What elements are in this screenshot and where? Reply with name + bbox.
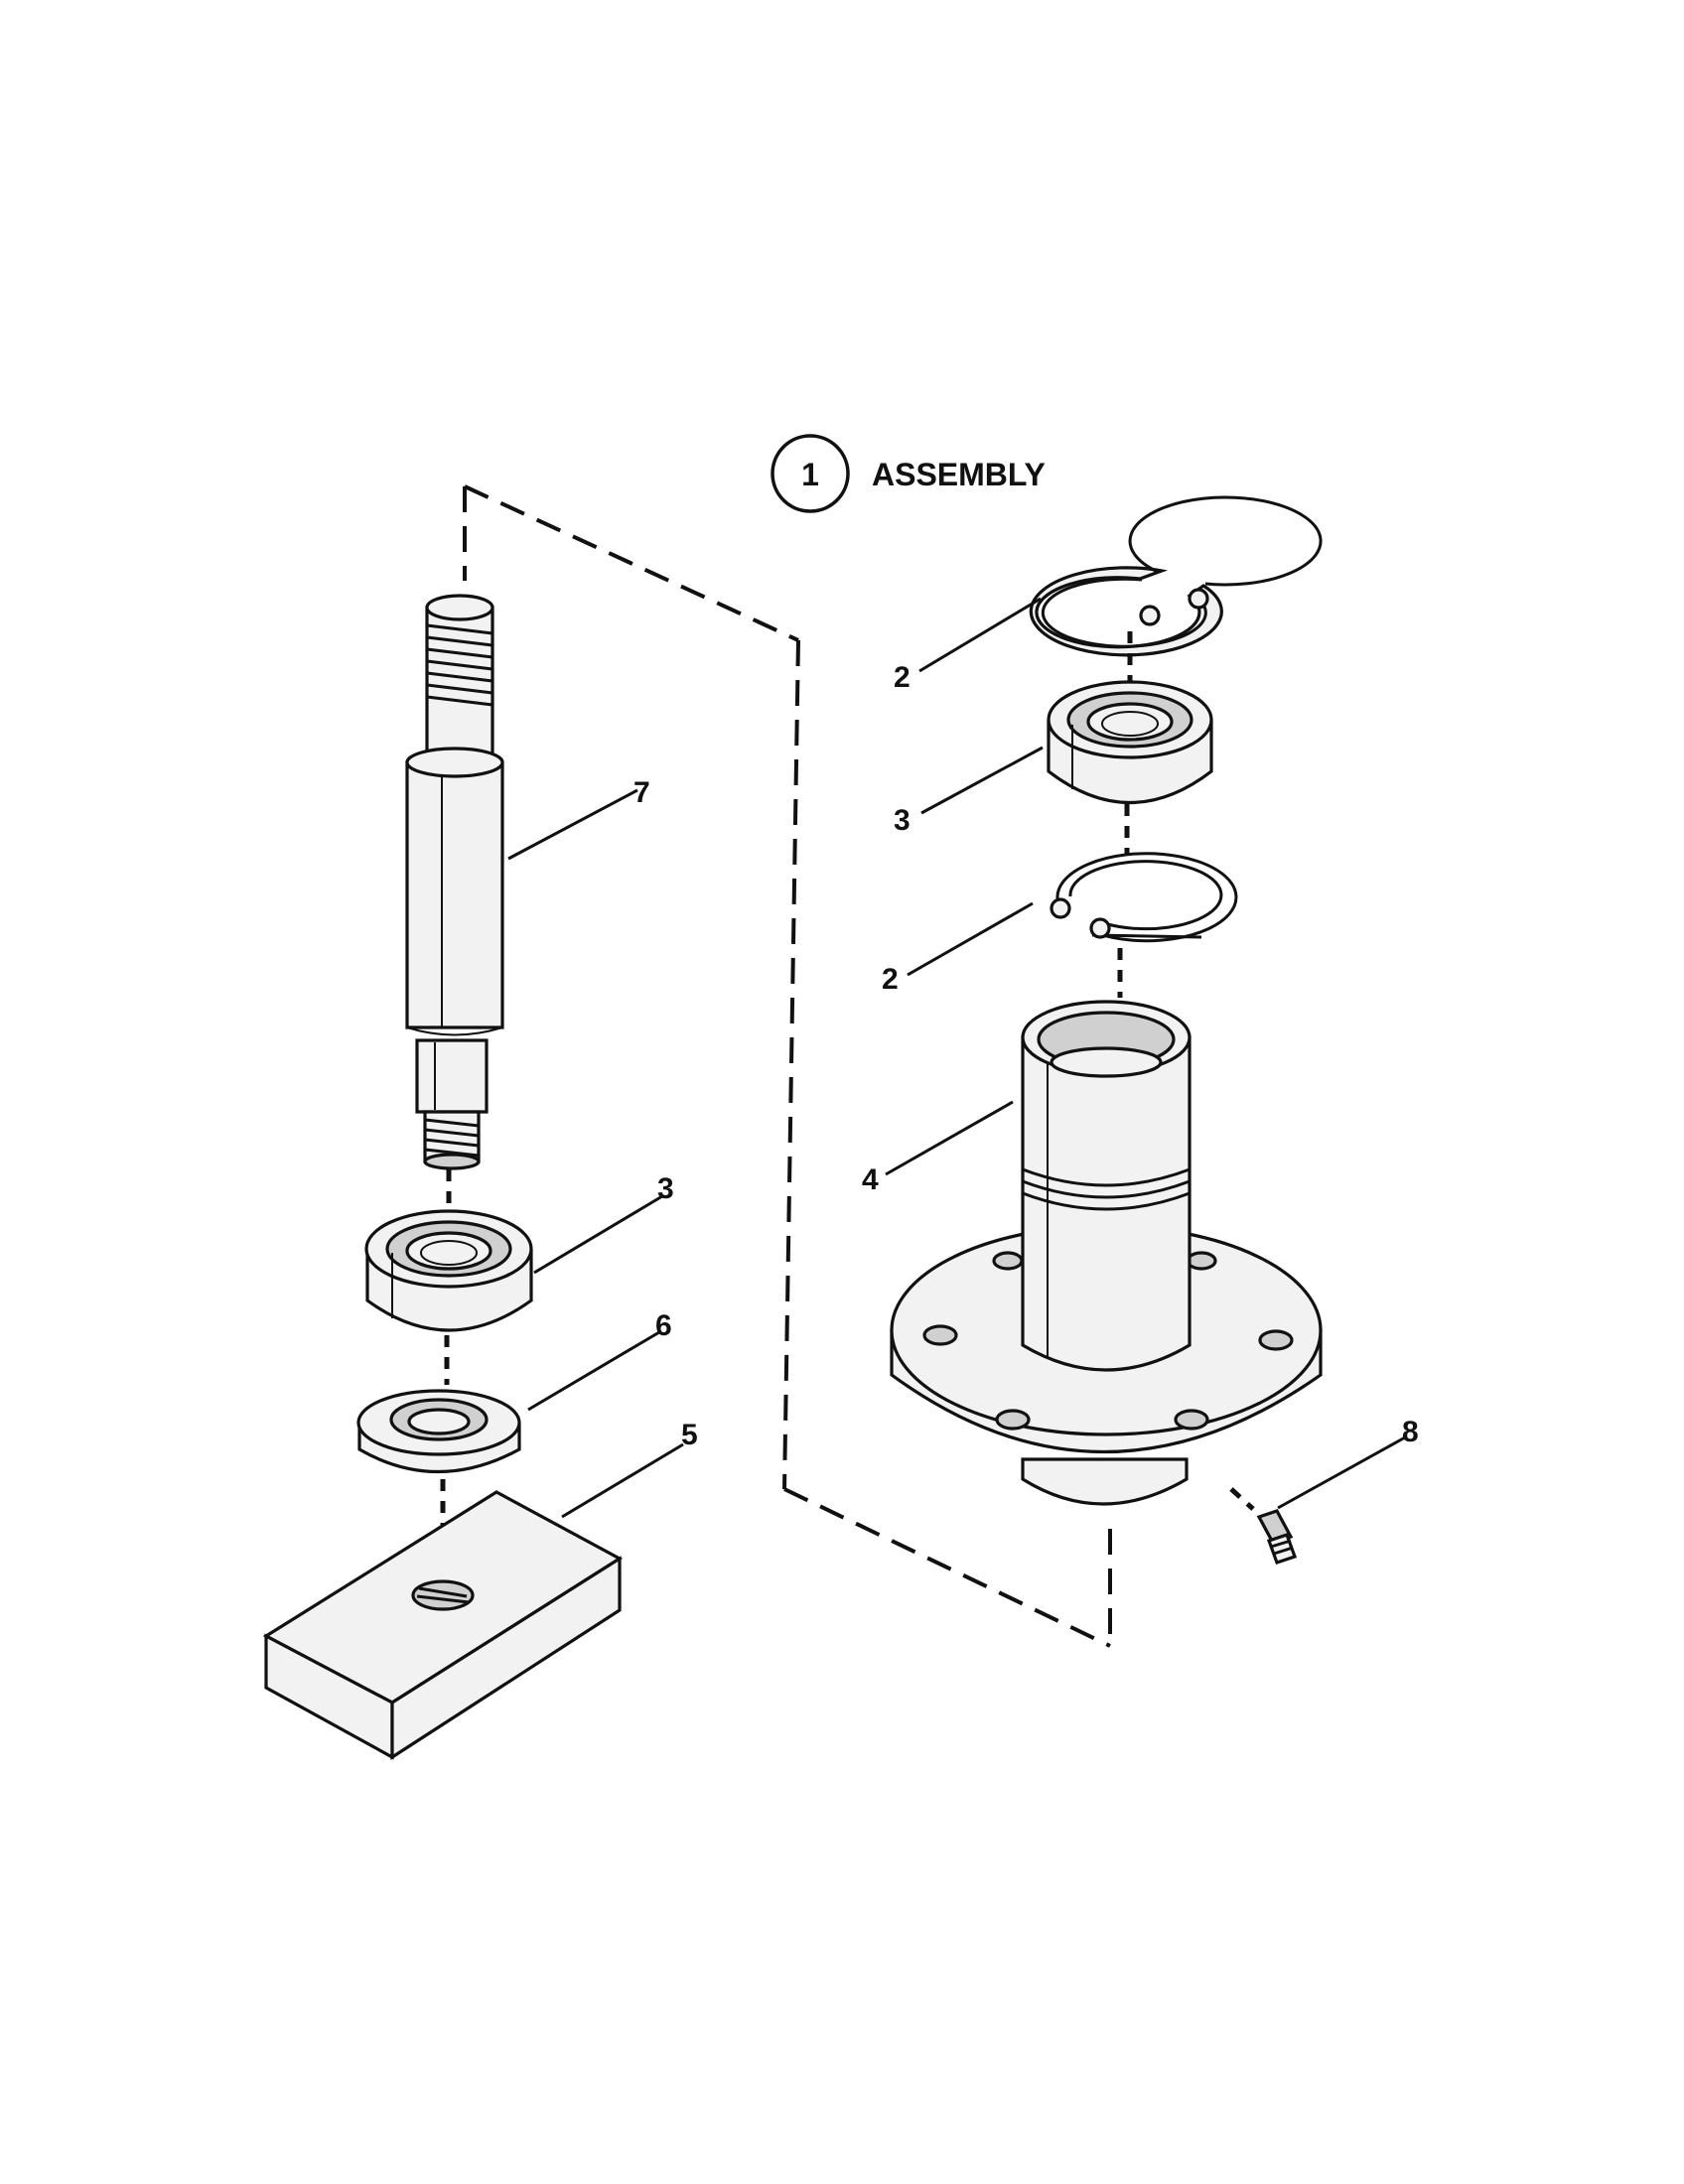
callouts: 2 3 2 4 7 3 6 5 8 bbox=[633, 661, 1419, 1451]
mounting-block bbox=[262, 1490, 624, 1760]
spacer-washer bbox=[356, 1389, 521, 1474]
grease-fitting bbox=[1229, 1487, 1298, 1566]
assembly-dash-outline bbox=[463, 484, 1112, 1648]
callout-2-bottom: 2 bbox=[882, 963, 899, 996]
assembly-title: 1 ASSEMBLY bbox=[771, 434, 1046, 513]
callout-2-top: 2 bbox=[894, 661, 911, 694]
snap-ring-top bbox=[1029, 495, 1323, 657]
callout-7: 7 bbox=[633, 776, 650, 809]
spindle-housing bbox=[890, 1000, 1323, 1506]
title-circle bbox=[771, 434, 850, 513]
callout-3-left: 3 bbox=[657, 1172, 674, 1205]
leader-lines bbox=[507, 597, 1406, 1519]
snap-ring-bottom bbox=[1050, 852, 1238, 943]
title-label: ASSEMBLY bbox=[872, 457, 1046, 492]
callout-4: 4 bbox=[862, 1163, 879, 1196]
title-number: 1 bbox=[801, 457, 819, 492]
bearing-left bbox=[364, 1209, 533, 1332]
callout-6: 6 bbox=[655, 1309, 672, 1342]
callout-3-right: 3 bbox=[894, 804, 911, 837]
callout-8: 8 bbox=[1402, 1416, 1419, 1448]
callout-5: 5 bbox=[681, 1419, 698, 1451]
bearing-right bbox=[1047, 680, 1213, 805]
spindle-shaft bbox=[405, 594, 504, 1170]
